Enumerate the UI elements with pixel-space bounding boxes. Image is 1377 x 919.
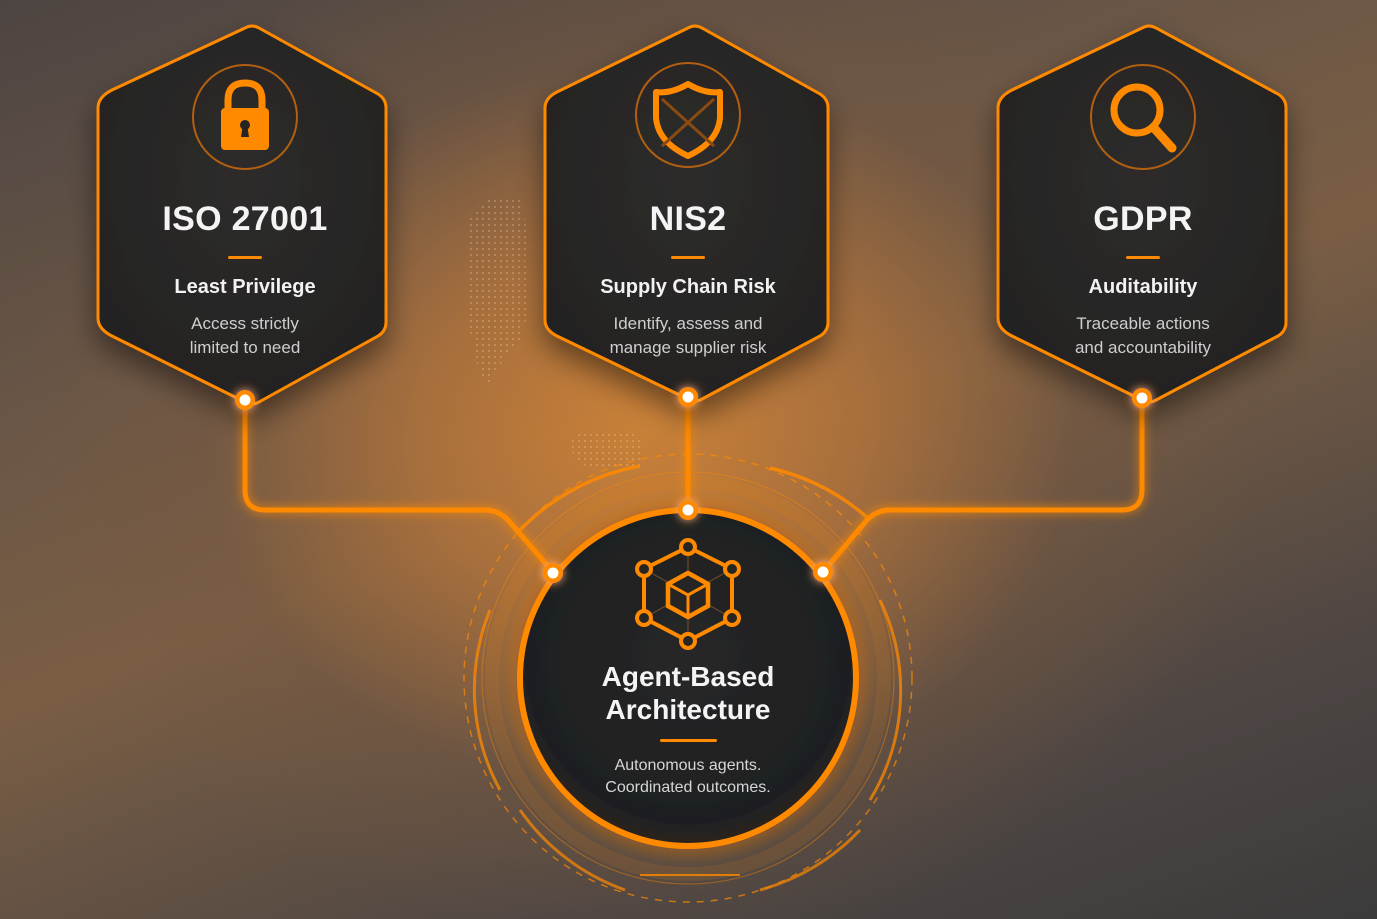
desc-line-1: Identify, assess and (613, 314, 763, 333)
title-divider (1126, 256, 1160, 259)
title-divider (228, 256, 262, 259)
card-gdpr: GDPR Auditability Traceable actions and … (997, 20, 1289, 410)
card-title: GDPR (1093, 200, 1193, 238)
hub-divider (660, 739, 717, 742)
card-description: Traceable actions and accountability (997, 312, 1289, 360)
desc-line-2: limited to need (189, 338, 301, 357)
title-divider (671, 256, 705, 259)
hub-title-line-1: Agent-Based (601, 661, 775, 692)
desc-line-1: Access strictly (191, 314, 299, 333)
agent-network-icon (635, 538, 741, 650)
hub-title-line-2: Architecture (605, 694, 771, 725)
hub-title: Agent-Based Architecture (528, 660, 848, 726)
hub-description: Autonomous agents. Coordinated outcomes. (528, 755, 848, 799)
card-subtitle: Auditability (1088, 276, 1198, 298)
card-description: Access strictly limited to need (99, 312, 391, 360)
card-nis2: NIS2 Supply Chain Risk Identify, assess … (542, 20, 834, 410)
connector-nodes (235, 387, 1152, 583)
card-title: NIS2 (649, 200, 727, 238)
hub-desc-line-1: Autonomous agents. (614, 757, 762, 774)
desc-line-2: manage supplier risk (609, 338, 767, 357)
card-description: Identify, assess and manage supplier ris… (542, 312, 834, 360)
card-title: ISO 27001 (162, 200, 328, 238)
card-subtitle: Supply Chain Risk (600, 276, 776, 298)
desc-line-1: Traceable actions (1076, 314, 1210, 333)
card-iso27001: ISO 27001 Least Privilege Access strictl… (99, 20, 391, 410)
card-subtitle: Least Privilege (174, 276, 316, 298)
hub-desc-line-2: Coordinated outcomes. (605, 779, 771, 796)
connector-lines (242, 394, 1145, 575)
desc-line-2: and accountability (1074, 338, 1212, 357)
